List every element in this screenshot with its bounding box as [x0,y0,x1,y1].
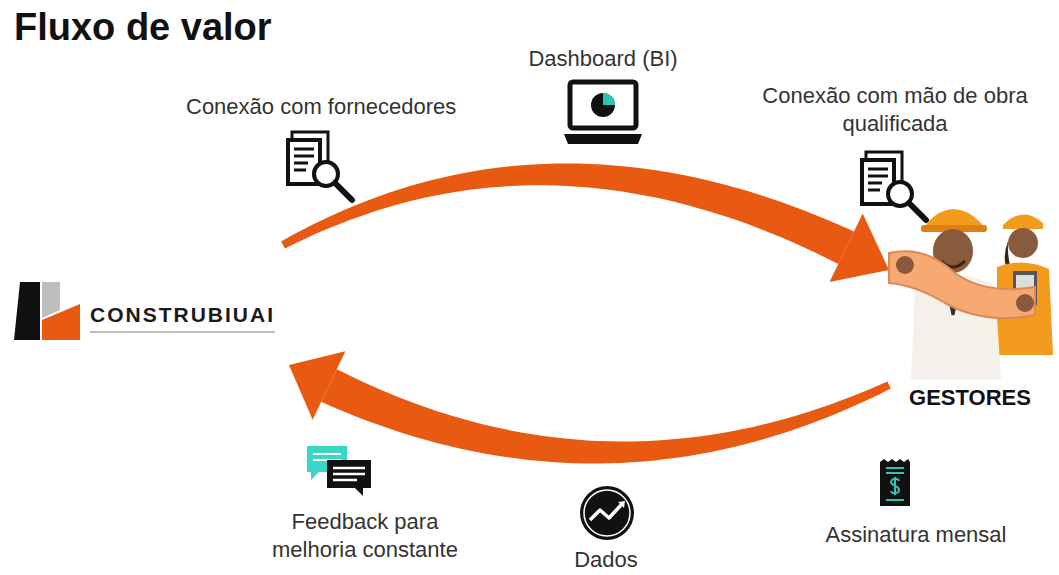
managers-group: GESTORES [885,165,1055,419]
receipt-icon [878,458,912,508]
flow-arrow [281,163,889,282]
document-search-icon [286,130,358,204]
arrow-head [289,351,345,420]
document-search-icon [860,150,932,224]
logo-mark [12,280,82,342]
flow-label: Assinatura mensal [826,521,1007,549]
flow-label: Conexão com fornecedores [186,93,456,121]
group-heading: GESTORES [909,385,1031,411]
flow-label: Conexão com mão de obra qualificada [745,82,1045,137]
logo-underline [90,331,275,333]
arrow-body [321,369,891,463]
flow-label: Dados [574,546,638,574]
chat-bubbles-icon [305,444,373,498]
flow-label: Dashboard (BI) [528,45,677,73]
diagram-title: Fluxo de valor [14,6,272,49]
managers-illustration [885,165,1055,380]
laptop-dashboard-icon [562,78,644,148]
flow-arrow [289,351,891,463]
company-logo: CONSTRUBIUAI [12,235,283,350]
arrow-body [281,163,854,264]
flow-label: Feedback para melhoria constante [250,508,480,563]
arrow-head [830,214,889,282]
data-trend-icon [578,484,636,542]
logo-wordmark: CONSTRUBIUAI [90,303,275,327]
